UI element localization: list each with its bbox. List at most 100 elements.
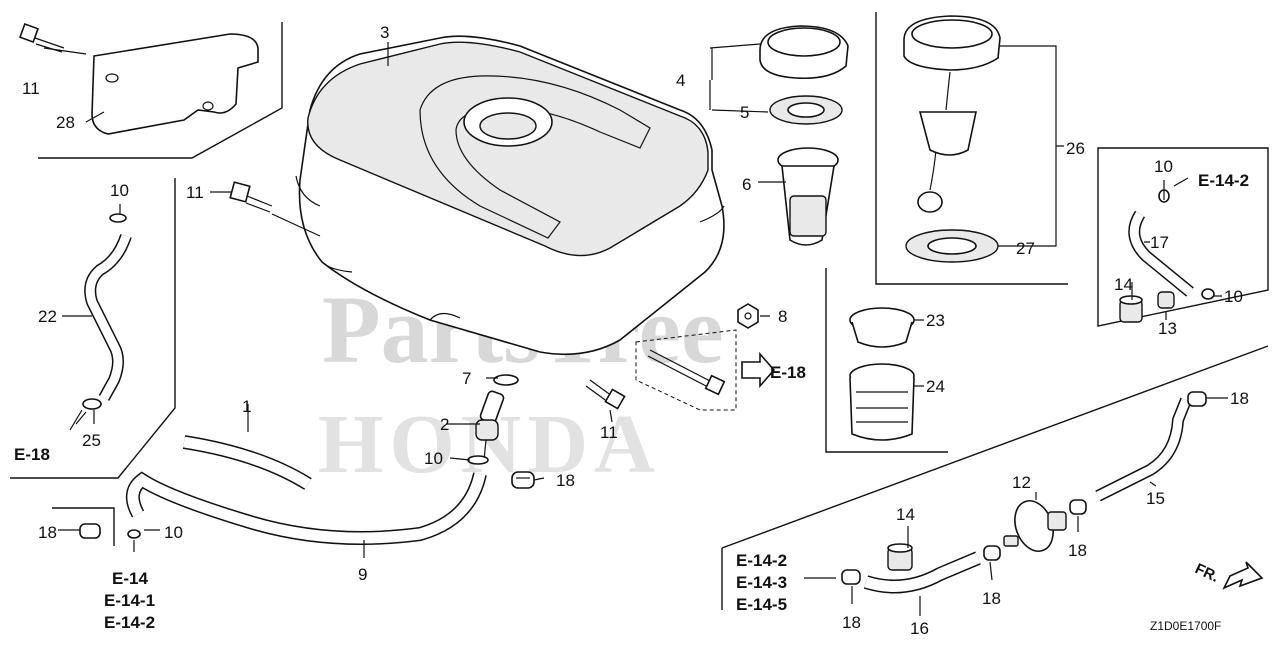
ref-e14-2-bottom[interactable]: E-14-2	[736, 551, 787, 570]
callout-15: 15	[1146, 489, 1165, 508]
callout-3: 3	[380, 23, 389, 42]
callout-23: 23	[926, 311, 945, 330]
joint-14-bottom[interactable]	[887, 543, 913, 571]
strainer-6[interactable]	[777, 147, 839, 246]
clip-10-left[interactable]	[127, 529, 141, 539]
front-label: FR.	[1192, 560, 1221, 586]
gasket-5[interactable]	[769, 95, 843, 125]
ref-arrow-e18	[741, 351, 776, 389]
callout-18: 18	[982, 589, 1001, 608]
frame-clamp-group	[52, 507, 115, 546]
ref-e14-5[interactable]: E-14-5	[736, 595, 787, 614]
bolt-11-tank-bottom[interactable]	[585, 379, 626, 410]
callout-12: 12	[1012, 473, 1031, 492]
strainer-24[interactable]	[849, 363, 915, 441]
callout-18: 18	[842, 613, 861, 632]
callout-10: 10	[164, 523, 183, 542]
callout-10: 10	[1154, 157, 1173, 176]
chain-ring	[917, 191, 943, 213]
stud-outline	[635, 329, 737, 411]
callout-10: 10	[424, 449, 443, 468]
callout-2: 2	[440, 415, 449, 434]
frame-cap-chain-group	[875, 12, 1068, 285]
callout-11: 11	[186, 183, 204, 202]
joint-14-right[interactable]	[1119, 295, 1143, 323]
clip-10-valve[interactable]	[467, 455, 489, 465]
fuel-filter-12[interactable]	[1003, 495, 1067, 556]
fuel-cap-4[interactable]	[759, 25, 849, 80]
callout-17: 17	[1150, 233, 1169, 252]
cap-13[interactable]	[1157, 291, 1175, 309]
ref-e18-left[interactable]: E-18	[14, 445, 50, 464]
callout-24: 24	[926, 377, 945, 396]
bolt-11-tank-left[interactable]	[229, 181, 273, 213]
fuel-tube-17	[1129, 211, 1193, 296]
callout-6: 6	[742, 175, 751, 194]
ref-e14-1[interactable]: E-14-1	[104, 591, 155, 610]
callout-22: 22	[38, 307, 57, 326]
ref-e14-3[interactable]: E-14-3	[736, 573, 787, 592]
callout-1: 1	[242, 397, 251, 416]
callout-25: 25	[82, 431, 101, 450]
callout-18: 18	[38, 523, 57, 542]
fuel-tube-1	[183, 436, 311, 489]
callout-7: 7	[462, 369, 471, 388]
frame-bracket-group	[38, 22, 283, 159]
callout-14: 14	[896, 505, 915, 524]
callout-18: 18	[1230, 389, 1249, 408]
bracket-hole	[105, 73, 119, 83]
callout-18: 18	[1068, 541, 1087, 560]
callout-13: 13	[1158, 319, 1177, 338]
callout-4: 4	[676, 71, 685, 90]
clamp-18-center[interactable]	[511, 471, 535, 489]
ref-e14-2-right[interactable]: E-14-2	[1198, 171, 1249, 190]
nut-8[interactable]	[737, 303, 759, 329]
clip-10-breather[interactable]	[109, 213, 127, 223]
strainer-ring-23[interactable]	[849, 307, 915, 348]
callout-16: 16	[910, 619, 929, 638]
callout-8: 8	[778, 307, 787, 326]
stud-bolt[interactable]	[647, 349, 726, 396]
frame-breather-group	[10, 178, 176, 479]
frame-fuel-line-group	[1097, 147, 1269, 327]
clamp-18-filter-left[interactable]	[983, 545, 1001, 561]
diagram-code: Z1D0E1700F	[1150, 619, 1221, 633]
bolt-11-top-left[interactable]	[19, 23, 65, 53]
clamp-18-bottom[interactable]	[841, 569, 861, 585]
ref-e18-mid[interactable]: E-18	[770, 363, 806, 382]
clamp-18-left[interactable]	[79, 523, 101, 539]
gasket-27[interactable]	[905, 229, 999, 263]
fuel-cap-26[interactable]	[903, 15, 1001, 71]
frame-strainer-group	[825, 268, 948, 453]
callout-26: 26	[1066, 139, 1085, 158]
fuel-tube-16	[864, 552, 981, 592]
fuel-tube-15	[1095, 398, 1191, 501]
callout-10: 10	[1224, 287, 1243, 306]
callout-27: 27	[1016, 239, 1035, 258]
callout-5: 5	[740, 103, 749, 122]
callout-11: 11	[600, 423, 618, 442]
callout-10: 10	[110, 181, 129, 200]
tank-bracket[interactable]	[91, 33, 259, 135]
callout-28: 28	[56, 113, 75, 132]
fuel-tube-9	[127, 472, 486, 544]
clip-25[interactable]	[82, 398, 102, 410]
breather-tube	[85, 234, 131, 401]
bracket-hole	[202, 101, 214, 111]
clamp-18-filter-right[interactable]	[1069, 499, 1087, 515]
cap-strainer-basket	[918, 111, 977, 156]
callout-14: 14	[1114, 275, 1133, 294]
cap-chain	[929, 71, 951, 191]
ref-e14-2-bottom-left[interactable]: E-14-2	[104, 613, 155, 632]
fuel-tank[interactable]	[295, 35, 725, 356]
washer-7[interactable]	[493, 374, 519, 386]
clip-10-right-bottom[interactable]	[1201, 288, 1215, 300]
callout-11: 11	[22, 79, 40, 98]
clamp-18-right-top[interactable]	[1187, 391, 1207, 407]
front-arrow	[1222, 561, 1264, 590]
callout-9: 9	[358, 565, 367, 584]
ref-e14[interactable]: E-14	[112, 569, 148, 588]
leader-lines	[43, 42, 1228, 616]
